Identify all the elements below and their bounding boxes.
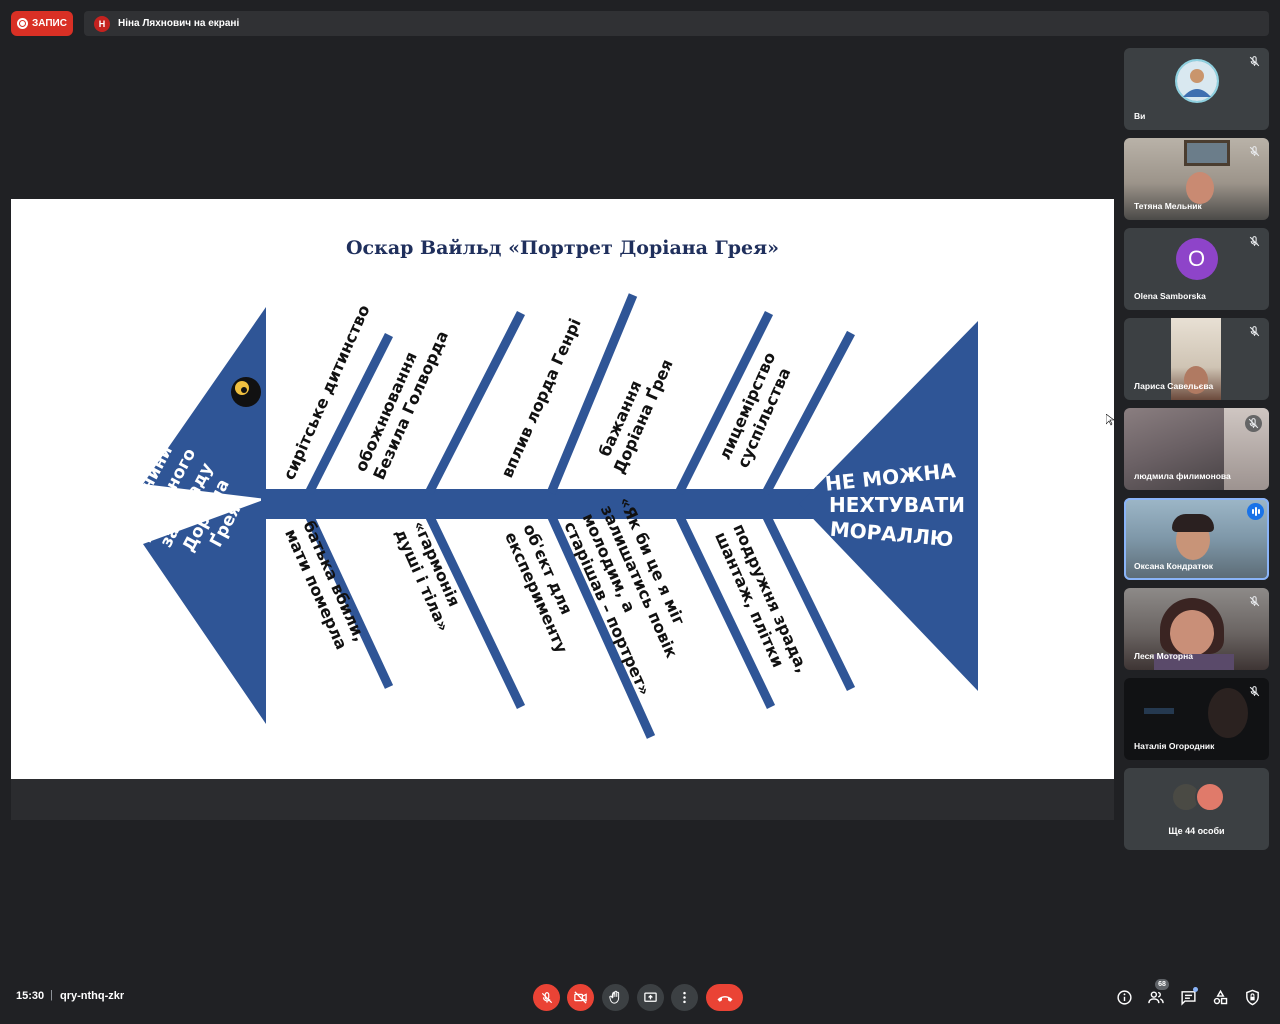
meeting-code: qry-nthq-zkr (60, 990, 125, 1002)
fish-spine (261, 489, 821, 519)
avatar (1194, 782, 1225, 812)
present-icon (644, 992, 657, 1002)
slide-title: Оскар Вайльд «Портрет Доріана Грея» (345, 237, 779, 259)
fishbone-diagram: Причини духовного занепаду Доріана Ґрея … (119, 293, 978, 739)
avatar (1174, 59, 1219, 103)
more-participants-label: Ще 44 особи (1168, 826, 1225, 836)
lower-labels: батька вбили, мати померла «гармонія душ… (281, 494, 812, 698)
participant-name: Оксана Кондратюк (1134, 561, 1214, 571)
participant-tile-self[interactable]: Ви (1124, 48, 1269, 130)
participant-name: Тетяна Мельник (1134, 201, 1202, 211)
record-icon (17, 18, 28, 29)
present-screen-button[interactable] (637, 984, 664, 1011)
mic-off-icon (541, 991, 552, 1003)
head-text: Причини духовного занепаду Доріана Ґрея (119, 442, 245, 555)
participant-tile[interactable]: O Olena Samborska (1124, 228, 1269, 310)
participant-tile[interactable]: Наталія Огородник (1124, 678, 1269, 760)
raise-hand-button[interactable] (602, 984, 629, 1011)
hang-up-icon (717, 995, 732, 1002)
tail-line: НЕХТУВАТИ (829, 493, 965, 517)
participant-name: людмила филимонова (1134, 471, 1231, 481)
mic-off-icon (1249, 146, 1260, 157)
fish-tail (799, 321, 978, 691)
mouse-cursor-icon (1106, 414, 1114, 426)
participant-tile[interactable]: Лариса Савельєва (1124, 318, 1269, 400)
lower-bone (424, 513, 526, 709)
participant-name: Наталія Огородник (1134, 741, 1215, 751)
upper-bone (674, 310, 774, 496)
upper-bone (546, 293, 638, 495)
lower-bone (304, 513, 394, 689)
upper-bone (424, 310, 526, 496)
people-count-badge: 68 (1155, 979, 1169, 990)
meeting-details-button[interactable] (1113, 986, 1135, 1008)
participant-face (1208, 688, 1248, 738)
upper-bone (762, 330, 855, 496)
speaking-indicator-icon (1247, 503, 1264, 520)
people-button[interactable] (1145, 986, 1167, 1008)
participant-clothes (1154, 654, 1234, 670)
chat-button[interactable] (1177, 986, 1199, 1008)
mic-off-icon (1249, 686, 1260, 697)
participant-name: Леся Моторна (1134, 651, 1193, 661)
leave-call-button[interactable] (706, 984, 743, 1011)
hand-icon (609, 990, 620, 1004)
more-vertical-icon (683, 991, 686, 1004)
lower-bones (304, 513, 856, 739)
upper-bone (304, 332, 394, 496)
participant-name: Olena Samborska (1134, 291, 1206, 301)
fish-eye-pupil (241, 387, 247, 393)
mic-off-icon (1249, 236, 1260, 247)
separator: | (50, 989, 53, 1001)
shield-lock-icon (1245, 989, 1259, 1005)
recording-label: ЗАПИС (32, 18, 67, 29)
activities-button[interactable] (1209, 986, 1231, 1008)
camera-off-icon (574, 991, 587, 1004)
video-background (1144, 708, 1174, 714)
participant-name: Лариса Савельєва (1134, 381, 1214, 391)
participant-face (1186, 172, 1214, 204)
presenter-status: Ніна Ляхнович на екрані (118, 18, 240, 29)
more-options-button[interactable] (671, 984, 698, 1011)
lower-bone (674, 513, 776, 709)
participant-name: Ви (1134, 111, 1146, 121)
mic-off-icon (1248, 418, 1259, 429)
avatar: O (1175, 238, 1218, 280)
recording-badge[interactable]: ЗАПИС (11, 11, 73, 36)
host-controls-button[interactable] (1241, 986, 1263, 1008)
upper-bones (304, 293, 855, 496)
video-background (1184, 140, 1230, 166)
chat-icon (1180, 990, 1196, 1006)
more-participants-tile[interactable]: Ще 44 особи (1124, 768, 1269, 850)
chat-unread-dot (1193, 987, 1198, 992)
participant-face (1184, 366, 1208, 394)
participant-tile[interactable]: Тетяна Мельник (1124, 138, 1269, 220)
lower-bone (761, 513, 856, 691)
user-photo-icon (1176, 61, 1217, 101)
more-participants-avatars (1169, 782, 1229, 812)
participant-tile[interactable]: людмила филимонова (1124, 408, 1269, 490)
presentation-bar: Н Ніна Ляхнович на екрані (84, 11, 1269, 36)
mic-off-icon (1249, 596, 1260, 607)
mic-off-icon (1249, 326, 1260, 337)
tail-text: НЕ МОЖНА НЕХТУВАТИ МОРАЛЛЮ (824, 458, 965, 551)
activities-icon (1213, 989, 1227, 1004)
participant-face (1170, 610, 1214, 656)
info-icon (1116, 989, 1132, 1005)
presenter-avatar: Н (94, 15, 110, 32)
participant-tile[interactable]: Леся Моторна (1124, 588, 1269, 670)
shared-screen: Оскар Вайльд «Портрет Доріана Грея» (11, 199, 1114, 779)
microphone-button[interactable] (533, 984, 560, 1011)
meeting-time: 15:30 (16, 990, 45, 1002)
participant-hair (1172, 514, 1214, 532)
fish-head (143, 307, 266, 724)
participant-tile-speaking[interactable]: Оксана Кондратюк (1124, 498, 1269, 580)
camera-button[interactable] (567, 984, 594, 1011)
people-icon (1148, 990, 1164, 1003)
lower-bone (546, 513, 656, 739)
mic-off-icon (1249, 56, 1260, 67)
slide-footer (11, 779, 1114, 820)
